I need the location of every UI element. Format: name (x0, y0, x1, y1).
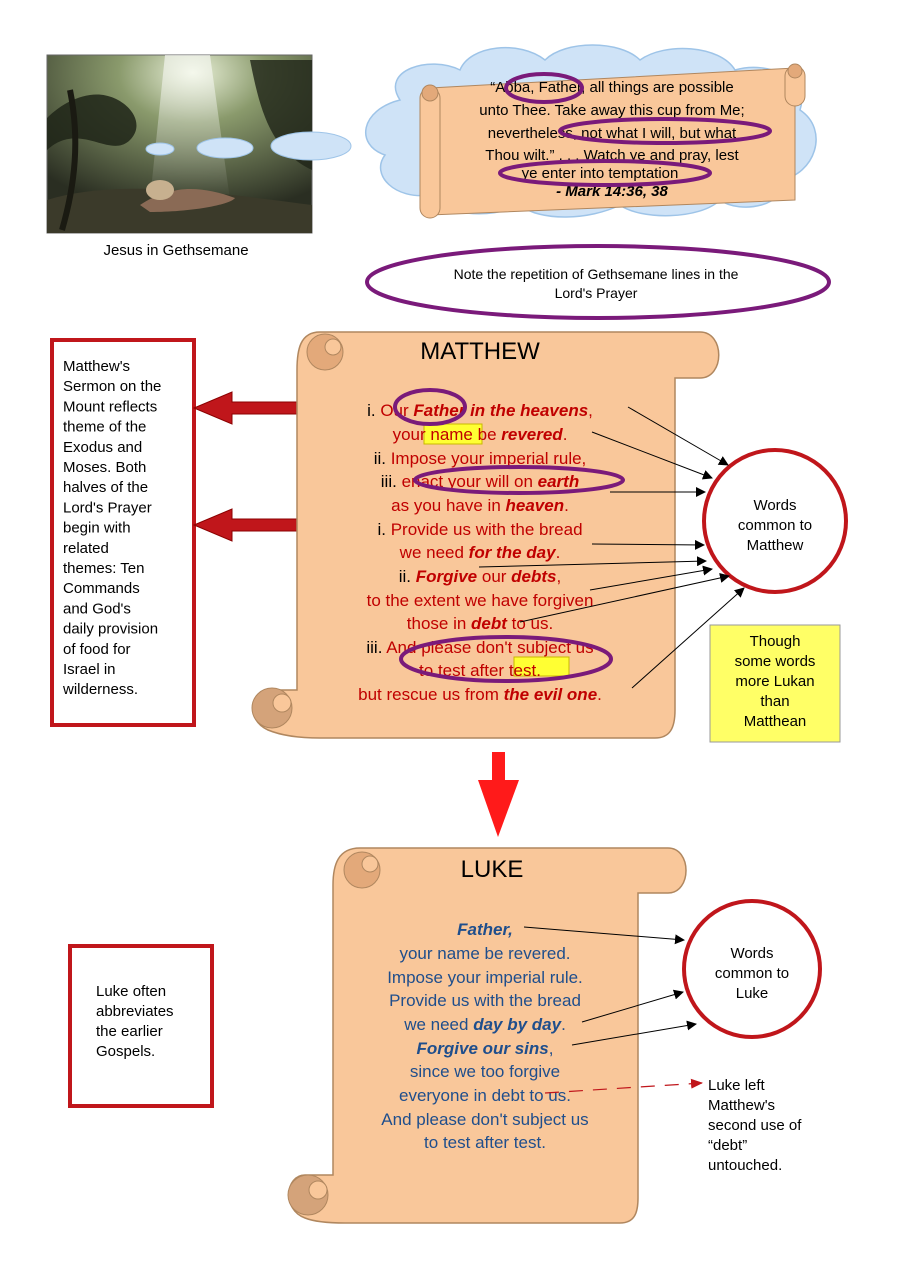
luke-line-9: And please don't subject us (381, 1110, 588, 1129)
matthew-line-10: those in debt to us. (407, 614, 553, 633)
test-highlight (513, 656, 570, 677)
debt-note-line-1: Luke left (708, 1077, 766, 1094)
luke-prayer-text: Father, your name be revered. Impose you… (381, 920, 588, 1152)
matthew-common-circle (702, 448, 848, 594)
matthew-line-4: iii. enact your will on earth (381, 472, 579, 491)
luke-connector-arrows (523, 926, 697, 1046)
matthew-note-line: Lord's Prayer (63, 499, 152, 516)
luke-note-box (68, 944, 214, 1108)
luke-line-10: to test after test. (424, 1133, 546, 1152)
matthew-note-line: themes: Ten (63, 560, 144, 577)
lukan-note-box (709, 624, 841, 743)
matthew-line-7: we need for the day. (399, 543, 561, 562)
matthew-note-line: Matthew's (63, 358, 130, 375)
photo-caption: Jesus in Gethsemane (103, 242, 248, 259)
debt-note-line-3: second use of (708, 1117, 802, 1134)
debt-dashed-arrow (544, 1078, 703, 1094)
luke-circle-line-3: Luke (736, 985, 769, 1002)
luke-circle-line-1: Words (730, 945, 773, 962)
luke-line-3: Impose your imperial rule. (387, 968, 583, 987)
luke-line-5: we need day by day. (403, 1015, 566, 1034)
matthew-note-line: Exodus and (63, 439, 142, 456)
luke-note-line-4: Gospels. (96, 1043, 155, 1060)
lukan-note-line-3: more Lukan (735, 673, 814, 690)
luke-circle-line-2: common to (715, 965, 789, 982)
matthew-prayer-text: i. Our Father in the heavens, your name … (358, 401, 602, 704)
luke-line-7: since we too forgive (410, 1062, 560, 1081)
debt-note-line-5: untouched. (708, 1157, 782, 1174)
note-line-1: Note the repetition of Gethsemane lines … (454, 266, 739, 282)
luke-line-1: Father, (457, 920, 513, 939)
down-arrow-icon (478, 752, 519, 837)
matthew-note-line: and God's (63, 600, 131, 617)
matthew-note-line: Moses. Both (63, 459, 146, 476)
matthew-father-oval (393, 388, 467, 426)
matthew-circle-line-3: Matthew (747, 537, 804, 554)
matthew-line-5: as you have in heaven. (391, 496, 569, 515)
quote-line-3: nevertheless, not what I will, but what (488, 125, 737, 142)
matthew-note-line: begin with (63, 520, 131, 537)
quote-line-5: ye enter into temptation (522, 165, 679, 182)
matthew-note-line: theme of the (63, 419, 146, 436)
matthew-line-3: ii. Impose your imperial rule, (374, 449, 587, 468)
matthew-title: MATTHEW (420, 338, 540, 365)
quote-will-oval (558, 117, 772, 145)
note-oval (365, 244, 831, 320)
debt-note-line-2: Matthew's (708, 1097, 775, 1114)
name-highlight (423, 423, 483, 445)
lukan-note-line-5: Matthean (744, 713, 807, 730)
matthew-connector-arrows (478, 406, 745, 689)
matthew-note-line: Israel in (63, 661, 116, 678)
quote-temptation-oval (498, 159, 712, 187)
quote-line-2: unto Thee. Take away this cup from Me; (479, 102, 744, 119)
quote-father-oval (504, 72, 584, 104)
matthew-note-box (50, 338, 196, 727)
matthew-note-line: halves of the (63, 479, 148, 496)
luke-note-line-3: the earlier (96, 1023, 163, 1040)
matthew-line-13: but rescue us from the evil one. (358, 685, 602, 704)
matthew-line-8: ii. Forgive our debts, (399, 567, 562, 586)
quote-line-1: “Abba, Father, all things are possible (490, 79, 733, 96)
luke-line-4: Provide us with the bread (389, 991, 581, 1010)
luke-note-line-2: abbreviates (96, 1003, 174, 1020)
luke-line-6: Forgive our sins, (417, 1039, 554, 1058)
quote-line-4: Thou wilt.” . . . Watch ye and pray, les… (485, 147, 739, 164)
lukan-note-line-4: than (760, 693, 789, 710)
luke-note-line-1: Luke often (96, 983, 166, 1000)
lukan-note-line-2: some words (735, 653, 816, 670)
matthew-note-line: Commands (63, 580, 140, 597)
lukan-note-line-1: Though (750, 633, 801, 650)
note-line-2: Lord's Prayer (555, 285, 638, 301)
debt-note-line-4: “debt” (708, 1137, 747, 1154)
matthew-note-line: Sermon on the (63, 378, 161, 395)
matthew-line-6: i. Provide us with the bread (377, 520, 582, 539)
luke-common-circle (682, 899, 822, 1039)
scroll-icon (287, 847, 687, 1224)
matthew-will-oval (413, 465, 625, 495)
matthew-note-line: Mount reflects (63, 398, 157, 415)
scroll-icon (251, 331, 720, 739)
matthew-test-oval (399, 635, 613, 683)
matthew-circle-line-2: common to (738, 517, 812, 534)
matthew-line-9: to the extent we have forgiven (367, 591, 594, 610)
quote-citation: - Mark 14:36, 38 (556, 183, 668, 200)
luke-line-2: your name be revered. (399, 944, 570, 963)
garden-painting-image (46, 54, 313, 234)
matthew-circle-line-1: Words (753, 497, 796, 514)
matthew-note-line: daily provision (63, 621, 158, 638)
luke-line-8: everyone in debt to us. (399, 1086, 571, 1105)
matthew-note-line: related (63, 540, 109, 557)
matthew-note-line: of food for (63, 641, 131, 658)
matthew-note-line: wilderness. (62, 681, 138, 698)
matthew-line-2: your name be revered. (393, 425, 568, 444)
luke-title: LUKE (461, 856, 524, 883)
